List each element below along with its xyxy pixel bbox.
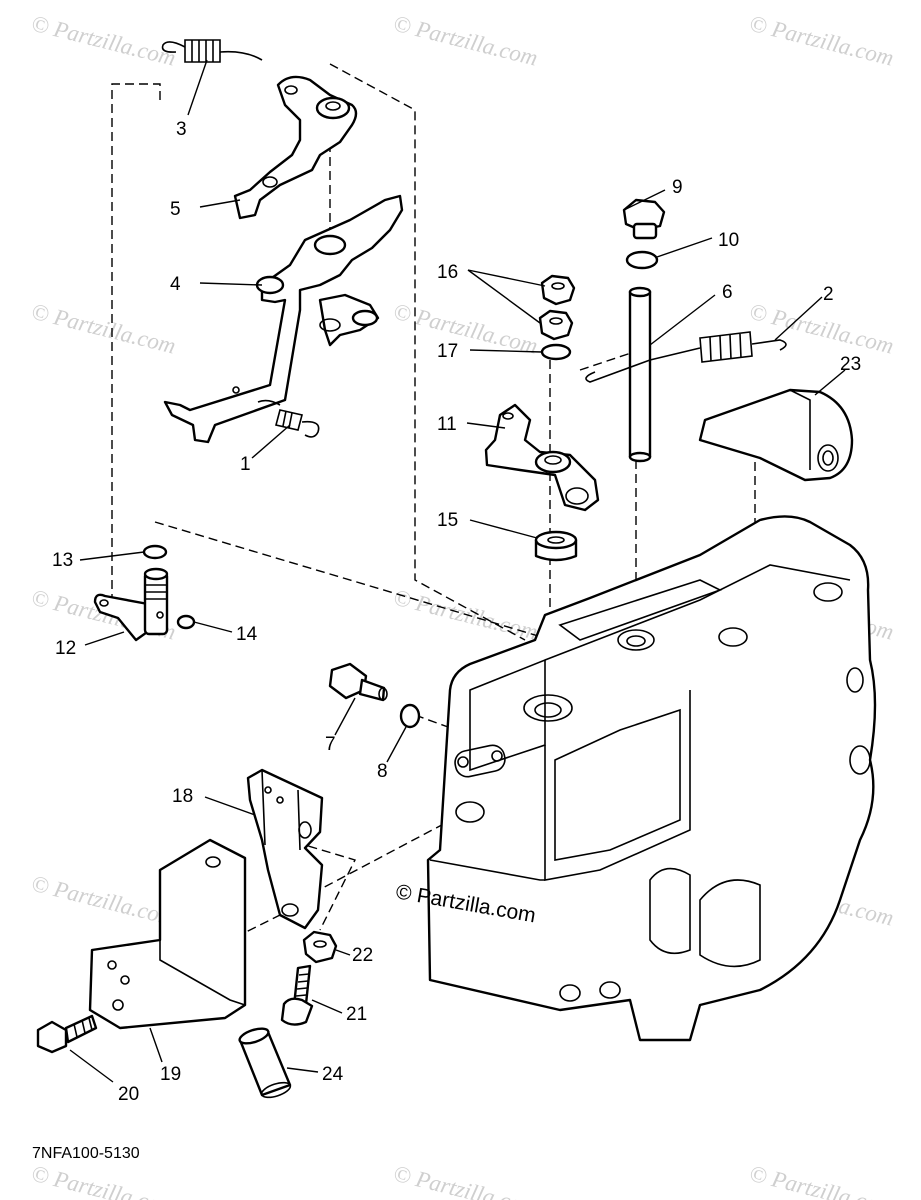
- callout-15: 15: [437, 510, 458, 531]
- crankcase-housing: [426, 515, 877, 1042]
- part-24-sleeve: [238, 1027, 292, 1099]
- watermark: © Partzilla.com: [747, 299, 896, 359]
- leader-lines: [69, 59, 846, 1083]
- callout-5: 5: [170, 199, 181, 220]
- part-1-spring: [257, 399, 320, 438]
- part-16-nuts: [538, 274, 576, 341]
- watermark: © Partzilla.com: [747, 11, 896, 71]
- callout-2: 2: [823, 284, 834, 305]
- part-21-screw: [280, 964, 314, 1026]
- callout-21: 21: [346, 1004, 367, 1025]
- watermark: © Partzilla.com: [29, 1161, 178, 1200]
- callout-20: 20: [118, 1084, 139, 1105]
- watermark: © Partzilla.com: [29, 299, 178, 359]
- part-23-cover: [698, 388, 854, 482]
- watermark: © Partzilla.com: [391, 1161, 540, 1200]
- part-8-washer: [399, 703, 421, 729]
- callout-7: 7: [325, 734, 336, 755]
- callout-16: 16: [437, 262, 458, 283]
- callout-22: 22: [352, 945, 373, 966]
- part-15-collar: [534, 530, 578, 562]
- part-4-lever: [163, 194, 404, 444]
- part-19-bracket: [88, 838, 247, 1030]
- callout-13: 13: [52, 550, 73, 571]
- callout-9: 9: [672, 177, 683, 198]
- part-2-spring: [585, 331, 787, 383]
- watermark: © Partzilla.com: [747, 1161, 896, 1200]
- callout-4: 4: [170, 274, 181, 295]
- callout-8: 8: [377, 761, 388, 782]
- part-12-shaft: [93, 567, 169, 642]
- callout-18: 18: [172, 786, 193, 807]
- part-13-washer: [142, 544, 168, 560]
- part-5-lever: [233, 75, 358, 220]
- callout-1: 1: [240, 454, 251, 475]
- watermark: © Partzilla.com: [29, 871, 178, 931]
- diagram-code: 7NFA100-5130: [32, 1145, 140, 1162]
- part-7-bolt: [328, 662, 388, 702]
- watermark: © Partzilla.com: [29, 11, 178, 71]
- watermark: © Partzilla.com: [391, 299, 540, 359]
- callout-12: 12: [55, 638, 76, 659]
- part-11-lever: [484, 403, 600, 512]
- callout-6: 6: [722, 282, 733, 303]
- part-3-spring: [161, 39, 263, 63]
- part-22-nut: [302, 930, 338, 964]
- callout-17: 17: [437, 341, 458, 362]
- callout-labels: 1 2 3 4 5 6 7 8 9 10 11 12 13 14 15 16 1…: [52, 119, 861, 1105]
- watermark: © Partzilla.com: [391, 11, 540, 71]
- part-9-plug: [622, 198, 666, 240]
- callout-3: 3: [176, 119, 187, 140]
- callout-14: 14: [236, 624, 258, 645]
- part-18-bracket: [246, 768, 324, 930]
- callout-23: 23: [840, 354, 861, 375]
- part-14-washer: [176, 614, 196, 630]
- callout-19: 19: [160, 1064, 181, 1085]
- part-20-bolt: [36, 1014, 98, 1054]
- callout-10: 10: [718, 230, 739, 251]
- callout-24: 24: [322, 1064, 344, 1085]
- part-10-washer: [625, 250, 659, 270]
- callout-11: 11: [437, 414, 457, 435]
- part-17-washer: [540, 343, 572, 361]
- part-6-rod: [628, 286, 652, 463]
